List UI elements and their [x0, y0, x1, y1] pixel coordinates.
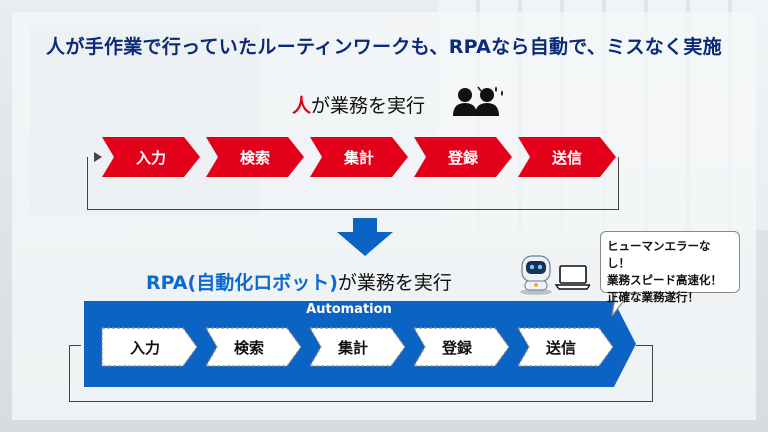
benefits-callout: ヒューマンエラーなし！ 業務スピード高速化！ 正確な業務遂行！ [600, 231, 740, 304]
human-section-title: 人が業務を実行 [292, 91, 425, 118]
callout-line-1: ヒューマンエラーなし！ [607, 239, 711, 270]
human-step-search: 検索 [206, 137, 304, 177]
rpa-title-rest: が業務を実行 [337, 272, 452, 294]
human-step-register: 登録 [414, 137, 512, 177]
people-icon [453, 86, 503, 116]
headline: 人が手作業で行っていたルーティンワークも、RPAなら自動で、ミスなく実施 [46, 36, 722, 58]
rpa-step-register: 登録 [413, 327, 511, 367]
human-step-send: 送信 [518, 137, 616, 177]
rpa-section-title: RPA(自動化ロボット)が業務を実行 [146, 268, 452, 295]
rpa-step-input: 入力 [101, 327, 199, 367]
human-title-rest: が業務を実行 [311, 95, 426, 117]
rpa-step-search: 検索 [205, 327, 303, 367]
automation-label: Automation [306, 302, 392, 317]
callout-line-2: 業務スピード高速化！ [607, 273, 722, 287]
human-title-accent: 人 [292, 95, 312, 117]
down-arrow-icon [337, 218, 393, 256]
rpa-step-aggregate: 集計 [309, 327, 407, 367]
robot-icon [520, 255, 590, 295]
human-step-input: 入力 [102, 137, 200, 177]
human-loop-arrowhead [94, 152, 102, 162]
human-loop-line [87, 157, 619, 210]
rpa-loop-line-top [69, 345, 81, 346]
rpa-step-send: 送信 [517, 327, 615, 367]
laptop-icon [554, 265, 590, 290]
human-step-aggregate: 集計 [310, 137, 408, 177]
rpa-loop-line-top-right [636, 345, 652, 346]
callout-line-3: 正確な業務遂行！ [607, 290, 699, 304]
rpa-loop-line [69, 345, 653, 402]
rpa-title-accent: RPA(自動化ロボット) [146, 272, 338, 294]
